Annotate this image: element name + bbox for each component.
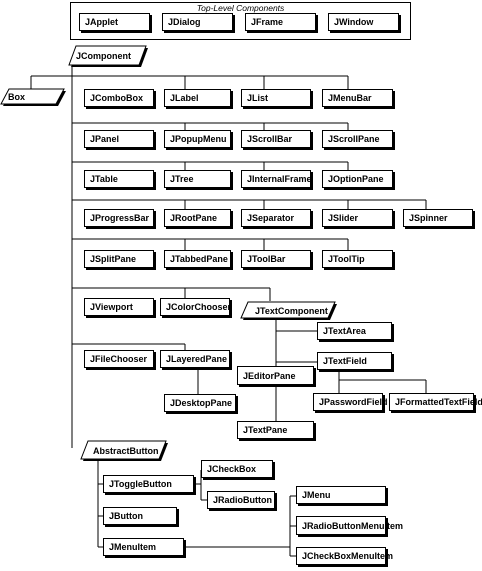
node-jdesktoppane: JDesktopPane (164, 394, 236, 412)
node-jpopupmenu: JPopupMenu (164, 130, 231, 148)
node-jmenuitem: JMenuItem (103, 538, 184, 556)
node-jtextcomponent: JTextComponent (255, 306, 328, 316)
node-abstractbutton-shape: AbstractButton (80, 440, 168, 461)
node-jlabel: JLabel (164, 89, 231, 107)
node-jcomponent: JComponent (76, 51, 131, 61)
node-jslider: JSlider (322, 209, 393, 227)
node-jrootpane: JRootPane (164, 209, 231, 227)
node-jradiobutton: JRadioButton (207, 491, 275, 509)
node-jtabbedpane: JTabbedPane (164, 250, 231, 268)
node-jtextpane: JTextPane (237, 421, 314, 439)
node-jlist: JList (241, 89, 311, 107)
top-level-frame (70, 2, 411, 40)
node-jspinner: JSpinner (403, 209, 473, 227)
node-jfilechooser: JFileChooser (84, 350, 154, 368)
node-abstractbutton: AbstractButton (93, 446, 159, 456)
node-jtoolbar: JToolBar (241, 250, 311, 268)
node-jinternalframe: JInternalFrame (241, 170, 312, 188)
node-jcheckbox: JCheckBox (201, 460, 273, 478)
node-jmenu: JMenu (296, 486, 386, 504)
top-level-title: Top-Level Components (196, 3, 285, 13)
node-jcolorchooser: JColorChooser (160, 298, 231, 316)
node-jtextfield: JTextField (317, 352, 392, 370)
node-jsplitpane: JSplitPane (84, 250, 154, 268)
node-jradiobuttonmenuitem: JRadioButtonMenuItem (296, 516, 403, 535)
node-jformattedtextfield: JFormattedTextField (389, 393, 482, 411)
node-jframe: JFrame (245, 13, 316, 31)
node-jcheckboxmenuitem: JCheckBoxMenuItem (296, 547, 393, 565)
node-jcomponent-shape: JComponent (68, 45, 148, 67)
node-joptionpane: JOptionPane (322, 170, 393, 188)
node-jpanel: JPanel (84, 130, 154, 148)
node-jviewport: JViewport (84, 298, 154, 316)
node-jprogressbar: JProgressBar (84, 209, 154, 227)
node-jtable: JTable (84, 170, 154, 188)
node-jmenubar: JMenuBar (322, 89, 393, 107)
node-jpasswordfield: JPasswordField (313, 393, 388, 411)
node-jscrollpane: JScrollPane (322, 130, 393, 148)
node-jdialog: JDialog (162, 13, 233, 31)
node-jlayeredpane: JLayeredPane (160, 350, 230, 368)
node-jeditorpane: JEditorPane (237, 366, 314, 385)
node-jtogglebutton: JToggleButton (103, 475, 194, 493)
node-jtextarea: JTextArea (317, 322, 392, 340)
node-jtextcomponent-shape: JTextComponent (240, 301, 337, 320)
node-jscrollbar: JScrollBar (241, 130, 311, 148)
node-jwindow: JWindow (328, 13, 399, 31)
node-jseparator: JSeparator (241, 209, 311, 227)
node-jtree: JTree (164, 170, 231, 188)
node-japplet: JApplet (79, 13, 150, 31)
node-jtooltip: JToolTip (322, 250, 393, 268)
node-jcombobox: JComboBox (84, 89, 154, 107)
node-box: Box (8, 91, 26, 102)
node-jbutton: JButton (103, 507, 177, 525)
